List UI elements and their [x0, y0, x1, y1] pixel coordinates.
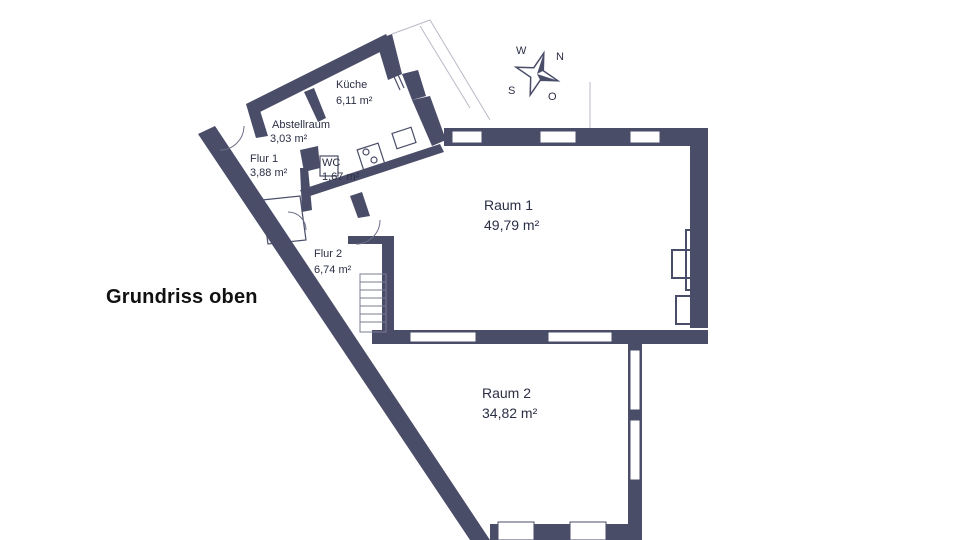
label-kueche-name: Küche — [336, 79, 367, 91]
label-flur1-name: Flur 1 — [250, 153, 278, 165]
label-flur2-area: 6,74 m² — [314, 264, 352, 276]
label-kueche-area: 6,11 m² — [336, 95, 373, 107]
stairs — [359, 273, 387, 333]
compass-s: S — [508, 85, 515, 97]
terrace-lines — [391, 19, 591, 128]
label-raum1-area: 49,79 m² — [484, 217, 540, 233]
label-flur1-area: 3,88 m² — [250, 167, 288, 179]
door-arcs — [219, 125, 381, 245]
plan-heading: Grundriss oben — [106, 286, 258, 308]
kitchen-block — [246, 34, 446, 218]
label-raum1-name: Raum 1 — [484, 197, 533, 213]
label-wc-area: 1,67 m² — [322, 171, 360, 183]
kitchen-fixtures — [261, 47, 417, 245]
label-flur2-name: Flur 2 — [314, 248, 342, 260]
fireplace — [671, 229, 701, 325]
label-abstell-name: Abstellraum — [272, 119, 330, 131]
label-raum2-area: 34,82 m² — [482, 405, 538, 421]
west-wall — [198, 126, 490, 540]
label-wc-name: WC — [322, 157, 340, 169]
raum2-openings — [497, 349, 641, 540]
label-abstell-area: 3,03 m² — [270, 133, 308, 145]
raum2-walls — [490, 340, 642, 540]
compass-w: W — [516, 45, 527, 57]
compass-n: N — [556, 51, 564, 63]
raum1-windows — [409, 130, 661, 343]
label-raum2-name: Raum 2 — [482, 385, 531, 401]
compass-o: O — [548, 91, 557, 103]
